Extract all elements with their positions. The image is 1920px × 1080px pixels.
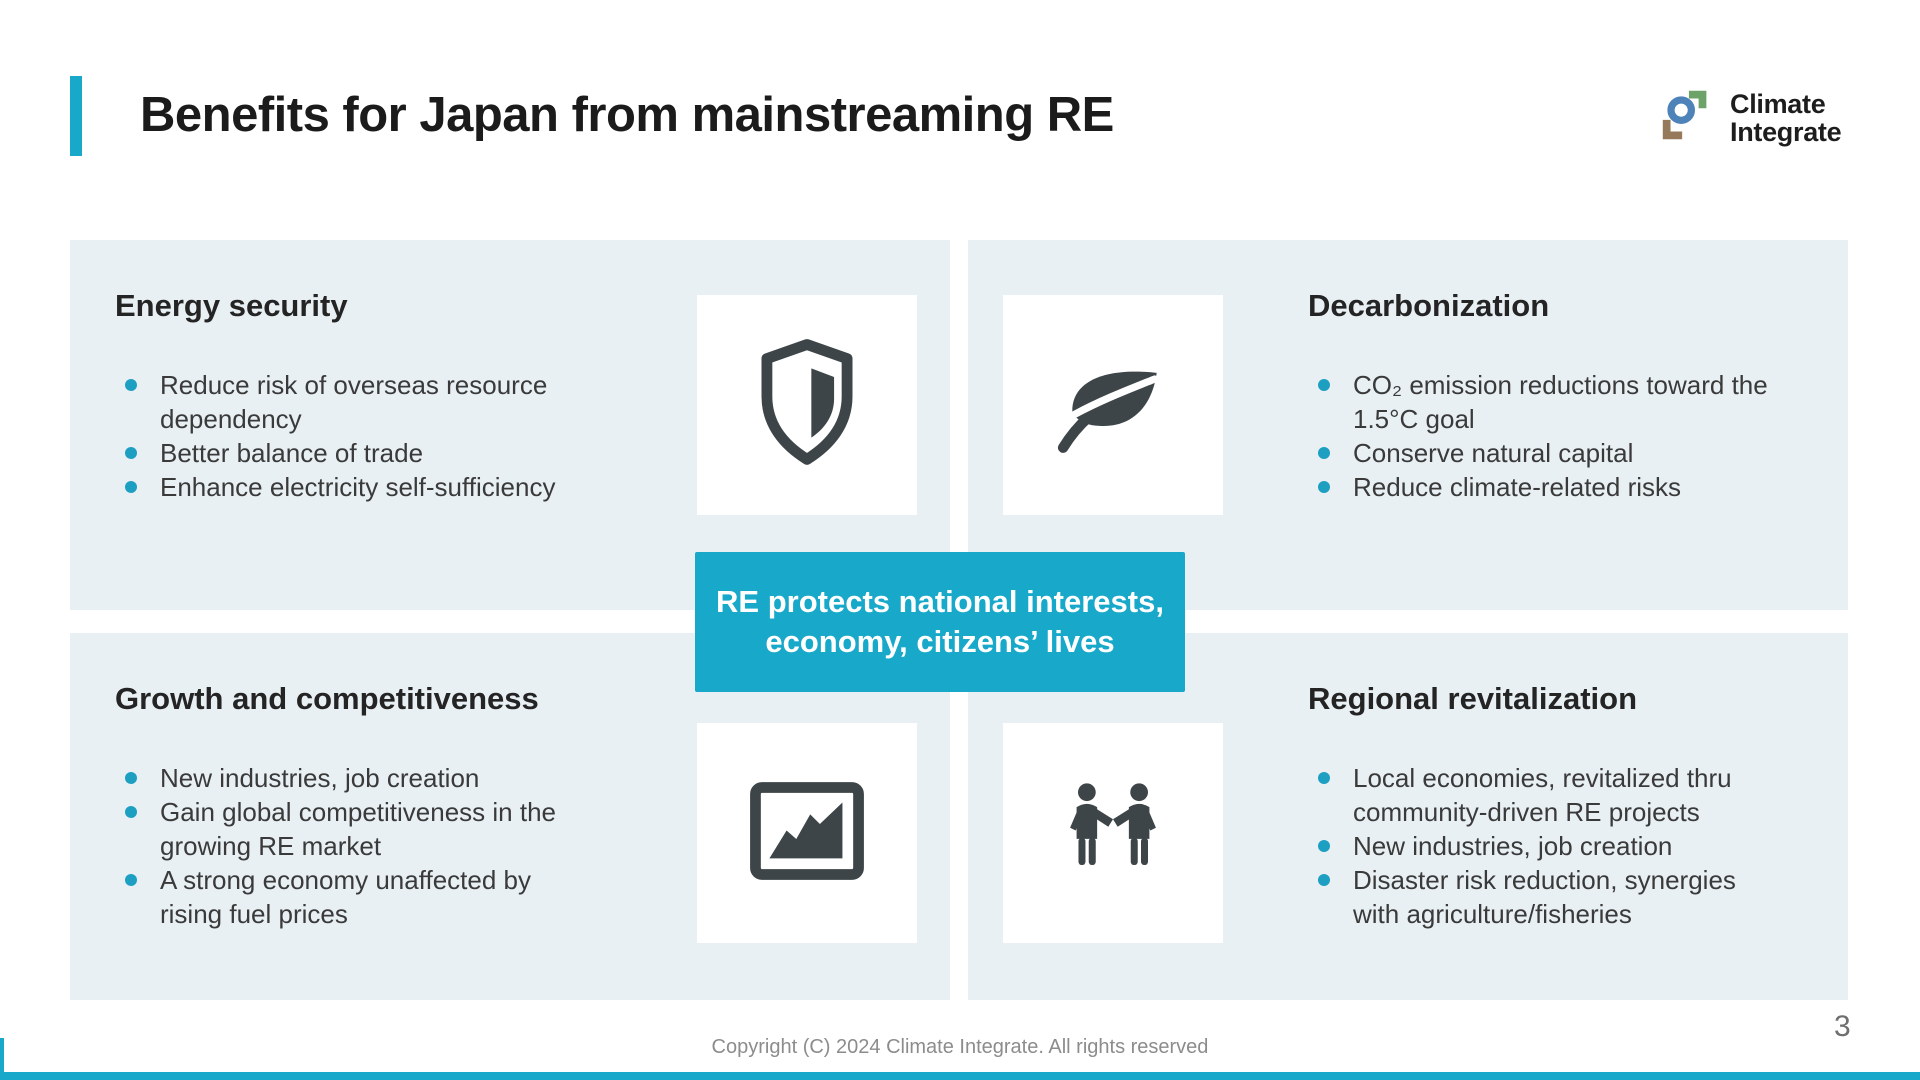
bullet-item: New industries, job creation <box>115 761 620 795</box>
bullet-item: Local economies, revitalized thru commun… <box>1308 761 1808 829</box>
climate-integrate-logo-icon <box>1656 84 1718 151</box>
callout-line-1: RE protects national interests, <box>716 584 1164 619</box>
bullet-item: Reduce climate-related risks <box>1308 470 1808 504</box>
panel-growth-competitiveness: Growth and competitiveness New industrie… <box>70 633 950 1000</box>
page-title: Benefits for Japan from mainstreaming RE <box>140 88 1114 142</box>
callout-line-2: economy, citizens’ lives <box>765 624 1115 659</box>
panel-energy-security-bullets: Reduce risk of overseas resource depende… <box>115 368 620 504</box>
chart-icon-tile <box>697 723 917 943</box>
panel-regional-revitalization: Regional revitalization Local economies,… <box>968 633 1848 1000</box>
panel-decarbonization: Decarbonization CO₂ emission reductions … <box>968 240 1848 610</box>
logo-word-integrate: Integrate <box>1730 116 1842 147</box>
bullet-item: Disaster risk reduction, synergies with … <box>1308 863 1808 931</box>
panel-energy-security: Energy security Reduce risk of overseas … <box>70 240 950 610</box>
bottom-accent-bar <box>0 1072 1920 1080</box>
shield-icon-tile <box>697 295 917 515</box>
panel-energy-security-title: Energy security <box>115 288 348 323</box>
logo-word-climate: Climate <box>1730 88 1826 119</box>
bullet-item: Reduce risk of overseas resource depende… <box>115 368 620 436</box>
panel-decarbonization-title: Decarbonization <box>1308 288 1550 323</box>
shield-icon <box>757 338 857 473</box>
page-number: 3 <box>1834 1010 1851 1043</box>
callout-banner: RE protects national interests, economy,… <box>695 552 1185 692</box>
copyright-text: Copyright (C) 2024 Climate Integrate. Al… <box>711 1036 1209 1058</box>
bullet-item: Conserve natural capital <box>1308 436 1808 470</box>
handshake-icon-tile <box>1003 723 1223 943</box>
bullet-item: Enhance electricity self-sufficiency <box>115 470 620 504</box>
logo-wordmark: Climate Integrate <box>1730 88 1842 147</box>
panel-regional-title: Regional revitalization <box>1308 681 1638 716</box>
panel-growth-bullets: New industries, job creation Gain global… <box>115 761 620 931</box>
leaf-icon <box>1052 351 1174 460</box>
chart-icon <box>746 780 868 887</box>
leaf-icon-tile <box>1003 295 1223 515</box>
bullet-item: CO₂ emission reductions toward the 1.5°C… <box>1308 368 1808 436</box>
bullet-item: A strong economy unaffected by rising fu… <box>115 863 620 931</box>
climate-integrate-logo: Climate Integrate <box>1656 84 1842 151</box>
handshake-icon <box>1057 779 1169 887</box>
panel-growth-title: Growth and competitiveness <box>115 681 539 716</box>
bullet-item: New industries, job creation <box>1308 829 1808 863</box>
panel-regional-bullets: Local economies, revitalized thru commun… <box>1308 761 1808 931</box>
panel-decarbonization-bullets: CO₂ emission reductions toward the 1.5°C… <box>1308 368 1808 504</box>
title-accent-bar <box>70 76 82 156</box>
bullet-item: Gain global competitiveness in the growi… <box>115 795 620 863</box>
bullet-item: Better balance of trade <box>115 436 620 470</box>
bottom-left-accent-sliver <box>0 1038 4 1074</box>
